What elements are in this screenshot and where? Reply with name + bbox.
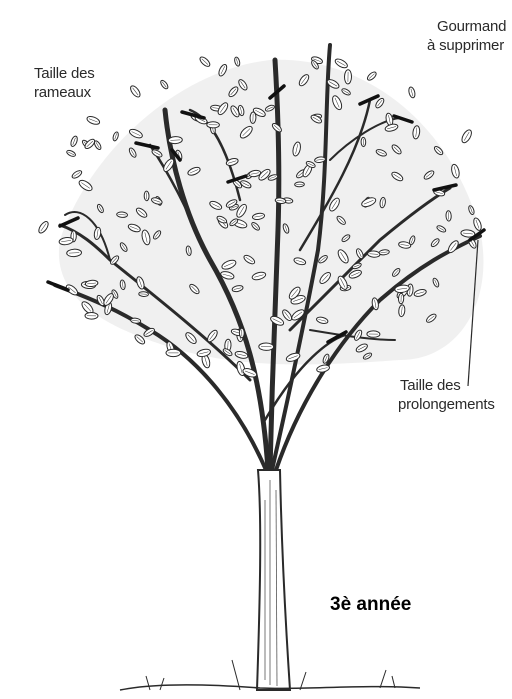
label-line: Gourmand xyxy=(427,17,506,36)
label-gourmand-a-supprimer: Gourmand à supprimer xyxy=(427,17,506,55)
year-label: 3è année xyxy=(330,594,411,616)
label-line: Taille des xyxy=(34,64,95,83)
trunk xyxy=(257,470,290,690)
label-taille-des-prolongements: Taille des prolongements xyxy=(398,376,495,414)
label-line: Taille des xyxy=(398,376,495,395)
label-taille-des-rameaux: Taille des rameaux xyxy=(34,64,95,102)
label-line: rameaux xyxy=(34,83,95,102)
pruning-cut-mark xyxy=(48,282,68,290)
label-line: à supprimer xyxy=(427,36,506,55)
label-line: prolongements xyxy=(398,395,495,414)
